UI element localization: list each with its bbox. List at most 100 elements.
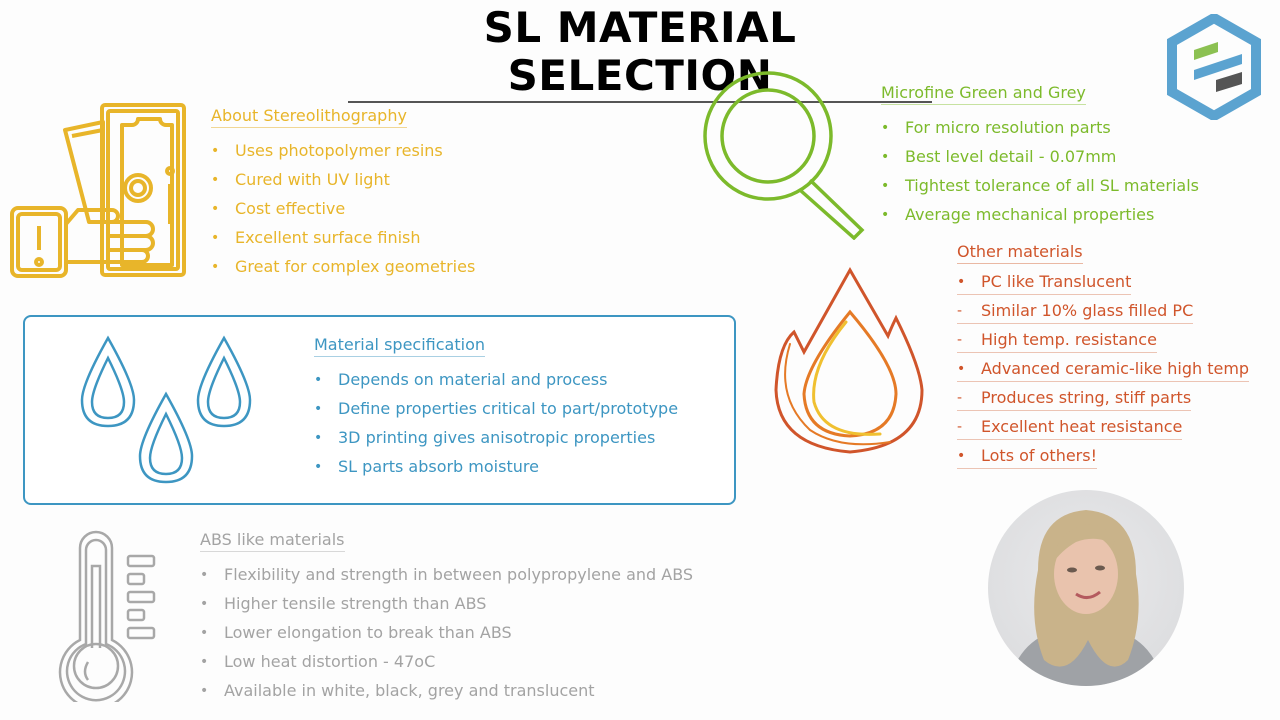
bullet-icon: • xyxy=(200,566,209,583)
list-item-text: Define properties critical to part/proto… xyxy=(338,398,679,418)
microfine-list: • For micro resolution parts • Best level … xyxy=(881,113,1199,229)
abs-materials-section: ABS like materials • Flexibility and stre… xyxy=(200,530,693,705)
list-item-text: Advanced ceramic-like high temp xyxy=(981,359,1250,378)
bullet-icon: • xyxy=(314,458,323,475)
list-item: • Tightest tolerance of all SL materials xyxy=(881,171,1199,200)
list-item: - Similar 10% glass filled PC xyxy=(957,299,1194,324)
bullet-icon: • xyxy=(211,258,220,275)
microfine-heading: Microfine Green and Grey xyxy=(881,83,1086,105)
dash-icon: - xyxy=(957,332,963,348)
list-item-text: Depends on material and process xyxy=(338,369,608,389)
material-specification-heading: Material specification xyxy=(314,335,485,357)
magnifier-icon xyxy=(703,71,865,240)
bullet-icon: • xyxy=(200,653,209,670)
other-materials-heading: Other materials xyxy=(957,242,1083,264)
list-item: • Low heat distortion - 47oC xyxy=(200,647,693,676)
bullet-icon: • xyxy=(314,429,323,446)
list-item-text: Low heat distortion - 47oC xyxy=(224,651,436,671)
bullet-icon: • xyxy=(200,682,209,699)
flame-icon xyxy=(774,266,924,454)
presenter-avatar xyxy=(988,490,1184,686)
list-item: • Excellent surface finish xyxy=(211,223,475,252)
list-item: • 3D printing gives anisotropic propertie… xyxy=(314,423,678,452)
list-item-text: Excellent heat resistance xyxy=(981,417,1183,436)
other-materials-section: Other materials • PC like Translucent - Si… xyxy=(957,242,1250,473)
about-heading: About Stereolithography xyxy=(211,106,407,128)
list-item: • Available in white, black, grey and tra… xyxy=(200,676,693,705)
list-item: • SL parts absorb moisture xyxy=(314,452,678,481)
abs-list: • Flexibility and strength in between pol… xyxy=(200,560,693,705)
page-title: SL MATERIAL SELECTION xyxy=(348,4,932,103)
list-item: • Uses photopolymer resins xyxy=(211,136,475,165)
list-item-text: Cost effective xyxy=(235,198,346,218)
abs-heading: ABS like materials xyxy=(200,530,345,552)
bullet-icon: • xyxy=(881,177,890,194)
bullet-icon: • xyxy=(881,119,890,136)
list-item-text: 3D printing gives anisotropic properties xyxy=(338,427,656,447)
list-item: • Best level detail - 0.07mm xyxy=(881,142,1199,171)
about-stereolithography-section: About Stereolithography • Uses photopolym… xyxy=(211,106,475,281)
bullet-icon: • xyxy=(200,624,209,641)
list-item: - High temp. resistance xyxy=(957,328,1157,353)
list-item-text: Average mechanical properties xyxy=(905,204,1155,224)
list-item-text: Tightest tolerance of all SL materials xyxy=(905,175,1199,195)
list-item: • Cured with UV light xyxy=(211,165,475,194)
list-item: • Define properties critical to part/prot… xyxy=(314,394,678,423)
other-materials-list: • PC like Translucent - Similar 10% glass … xyxy=(957,270,1250,473)
bullet-icon: • xyxy=(211,142,220,159)
list-item-text: Excellent surface finish xyxy=(235,227,421,247)
list-item-text: Produces string, stiff parts xyxy=(981,388,1192,407)
bullet-icon: • xyxy=(314,371,323,388)
bullet-icon: • xyxy=(211,171,220,188)
bullet-icon: • xyxy=(211,200,220,217)
material-specification-section: Material specification • Depends on mater… xyxy=(314,335,678,481)
presenter-illustration-icon xyxy=(1008,510,1164,686)
dash-icon: - xyxy=(957,390,963,406)
list-item: • Higher tensile strength than ABS xyxy=(200,589,693,618)
about-list: • Uses photopolymer resins • Cured with UV… xyxy=(211,136,475,281)
list-item-text: Uses photopolymer resins xyxy=(235,140,443,160)
list-item-text: Similar 10% glass filled PC xyxy=(981,301,1194,320)
list-item-text: For micro resolution parts xyxy=(905,117,1111,137)
list-item-text: Flexibility and strength in between poly… xyxy=(224,564,694,584)
list-item: • Great for complex geometries xyxy=(211,252,475,281)
bullet-icon: • xyxy=(957,448,966,464)
list-item-text: Great for complex geometries xyxy=(235,256,476,276)
list-item: • Lower elongation to break than ABS xyxy=(200,618,693,647)
list-item: • Flexibility and strength in between pol… xyxy=(200,560,693,589)
dash-icon: - xyxy=(957,419,963,435)
material-specification-box xyxy=(23,315,736,505)
list-item: • Depends on material and process xyxy=(314,365,678,394)
money-hand-icon xyxy=(10,103,186,278)
list-item-text: High temp. resistance xyxy=(981,330,1157,349)
bullet-icon: • xyxy=(211,229,220,246)
list-item-text: Lower elongation to break than ABS xyxy=(224,622,512,642)
bullet-icon: • xyxy=(957,274,966,290)
list-item: - Excellent heat resistance xyxy=(957,415,1183,440)
water-drops-icon xyxy=(80,335,252,484)
list-item-text: Best level detail - 0.07mm xyxy=(905,146,1117,166)
microfine-section: Microfine Green and Grey • For micro reso… xyxy=(881,83,1199,229)
bullet-icon: • xyxy=(881,148,890,165)
bullet-icon: • xyxy=(957,361,966,377)
list-item-text: PC like Translucent xyxy=(981,272,1132,291)
list-item: • For micro resolution parts xyxy=(881,113,1199,142)
dash-icon: - xyxy=(957,303,963,319)
thermometer-icon xyxy=(58,530,156,702)
bullet-icon: • xyxy=(881,206,890,223)
list-item-text: Available in white, black, grey and tran… xyxy=(224,680,595,700)
list-item: • PC like Translucent xyxy=(957,270,1132,295)
list-item-text: Cured with UV light xyxy=(235,169,390,189)
hexagon-brand-logo-icon xyxy=(1167,14,1261,120)
list-item: • Advanced ceramic-like high temp xyxy=(957,357,1250,382)
list-item: • Average mechanical properties xyxy=(881,200,1199,229)
list-item-text: SL parts absorb moisture xyxy=(338,456,539,476)
list-item-text: Higher tensile strength than ABS xyxy=(224,593,487,613)
material-specification-list: • Depends on material and process • Define… xyxy=(314,365,678,481)
bullet-icon: • xyxy=(314,400,323,417)
list-item: • Cost effective xyxy=(211,194,475,223)
list-item-text: Lots of others! xyxy=(981,446,1097,465)
list-item: - Produces string, stiff parts xyxy=(957,386,1192,411)
list-item: • Lots of others! xyxy=(957,444,1097,469)
bullet-icon: • xyxy=(200,595,209,612)
